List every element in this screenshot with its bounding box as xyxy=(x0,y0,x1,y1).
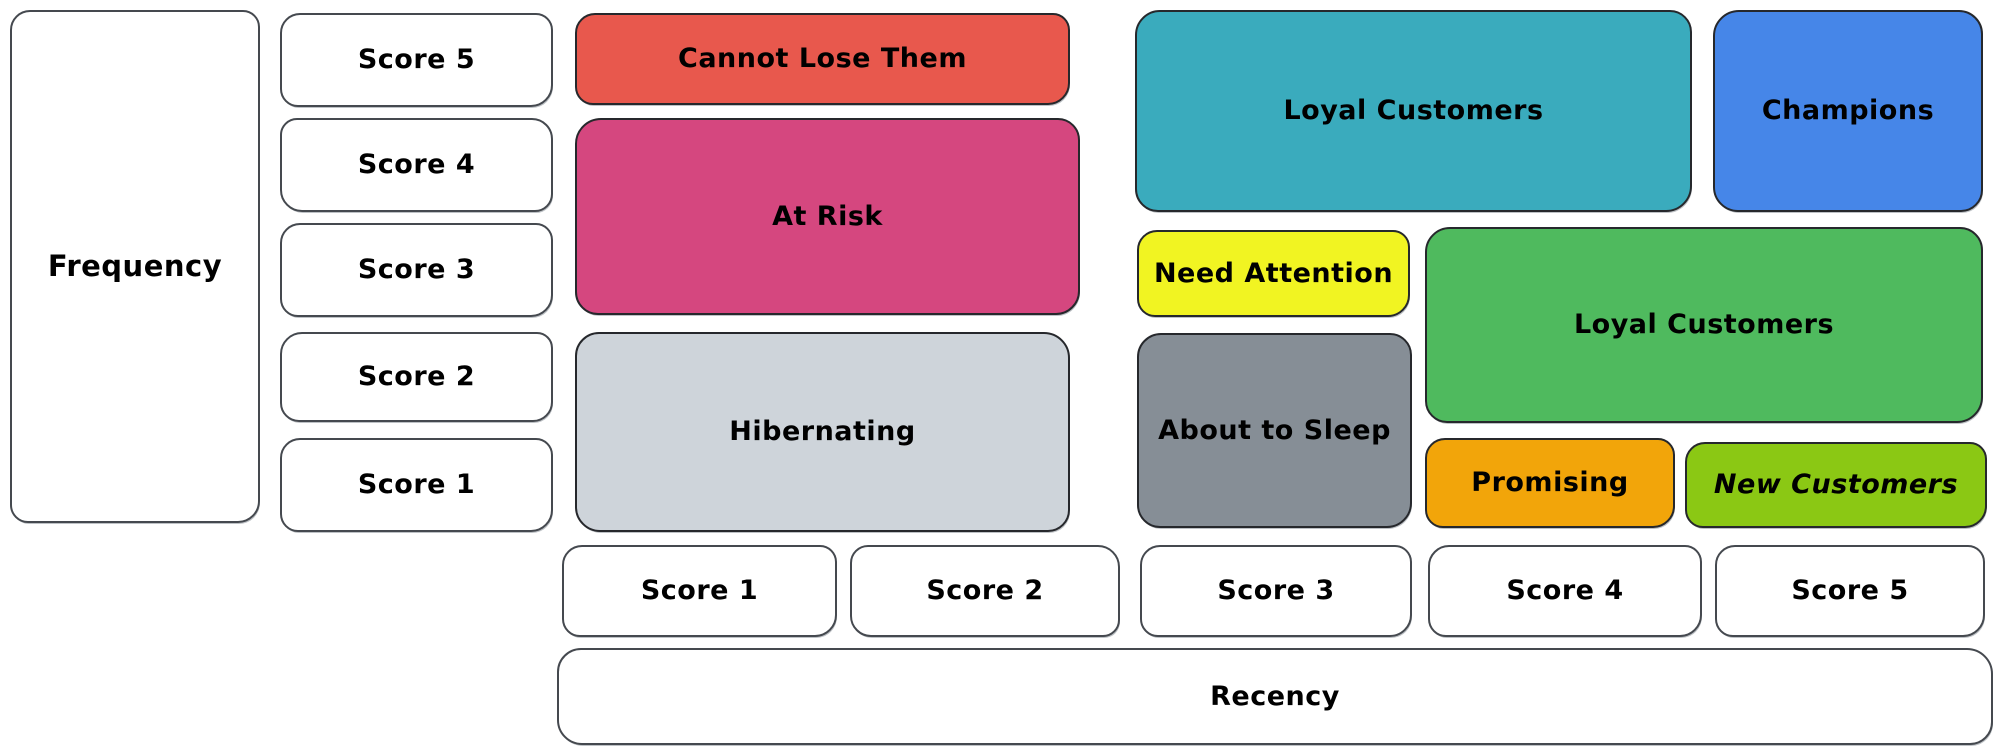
recency-axis-label: Recency xyxy=(557,648,1993,745)
segment-hibernating: Hibernating xyxy=(575,332,1070,532)
recency-score-5-label: Score 5 xyxy=(1791,575,1909,607)
segment-at-risk-label: At Risk xyxy=(772,200,883,232)
segment-at-risk: At Risk xyxy=(575,118,1080,315)
frequency-score-1-label: Score 1 xyxy=(357,469,476,501)
recency-score-4-box: Score 4 xyxy=(1428,545,1702,637)
segment-promising: Promising xyxy=(1425,438,1675,528)
recency-score-2-label: Score 2 xyxy=(926,575,1044,607)
segment-new-customers-label: New Customers xyxy=(1713,469,1959,501)
segment-loyal-customers-right: Loyal Customers xyxy=(1425,227,1983,423)
frequency-score-2-box: Score 2 xyxy=(280,332,553,422)
segment-promising-label: Promising xyxy=(1471,467,1629,499)
recency-score-3-label: Score 3 xyxy=(1217,575,1335,607)
frequency-score-3-label: Score 3 xyxy=(357,254,476,286)
segment-new-customers: New Customers xyxy=(1685,442,1987,528)
recency-score-2-box: Score 2 xyxy=(850,545,1120,637)
segment-loyal-customers-top: Loyal Customers xyxy=(1135,10,1692,212)
frequency-score-4-label: Score 4 xyxy=(357,149,476,181)
frequency-label-text: Frequency xyxy=(47,248,223,283)
recency-score-1-box: Score 1 xyxy=(562,545,837,637)
recency-score-3-box: Score 3 xyxy=(1140,545,1412,637)
recency-score-1-label: Score 1 xyxy=(640,575,759,607)
segment-champions: Champions xyxy=(1713,10,1983,212)
frequency-axis-label: Frequency xyxy=(10,10,260,523)
segment-about-to-sleep: About to Sleep xyxy=(1137,333,1412,528)
segment-about-to-sleep-label: About to Sleep xyxy=(1158,414,1391,446)
frequency-score-3-box: Score 3 xyxy=(280,223,553,317)
recency-label-text: Recency xyxy=(1210,680,1340,712)
segment-hibernating-label: Hibernating xyxy=(729,416,916,448)
frequency-score-4-box: Score 4 xyxy=(280,118,553,212)
segment-loyal-customers-right-label: Loyal Customers xyxy=(1573,309,1835,341)
segment-cannot-lose-them: Cannot Lose Them xyxy=(575,13,1070,105)
frequency-score-1-box: Score 1 xyxy=(280,438,553,532)
segment-cannot-lose-them-label: Cannot Lose Them xyxy=(678,43,967,75)
frequency-score-2-label: Score 2 xyxy=(357,361,476,393)
frequency-score-5-label: Score 5 xyxy=(357,44,476,76)
segment-champions-label: Champions xyxy=(1761,95,1935,127)
frequency-score-5-box: Score 5 xyxy=(280,13,553,107)
recency-score-5-box: Score 5 xyxy=(1715,545,1985,637)
recency-score-4-label: Score 4 xyxy=(1506,575,1624,607)
segment-need-attention-label: Need Attention xyxy=(1153,257,1394,289)
segment-need-attention: Need Attention xyxy=(1137,230,1410,317)
segment-loyal-customers-top-label: Loyal Customers xyxy=(1283,95,1544,127)
